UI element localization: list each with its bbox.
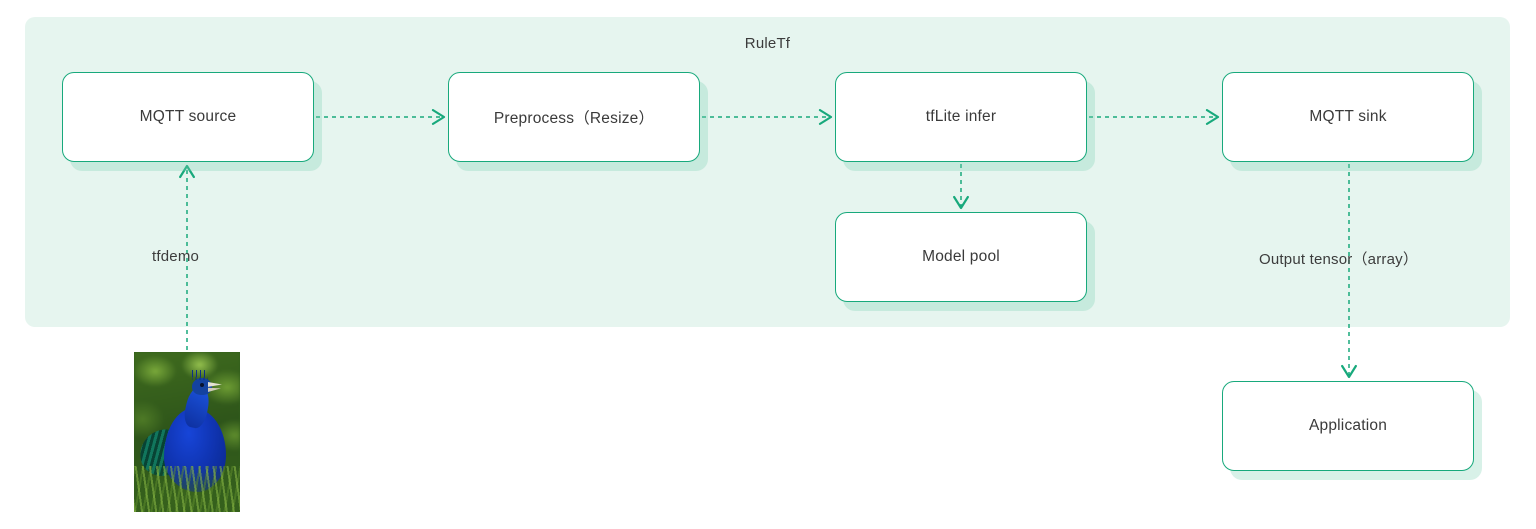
panel-title: RuleTf	[744, 35, 791, 52]
edge-label-tfdemo: tfdemo	[152, 248, 200, 265]
photo-peacock-beak-upper	[208, 382, 222, 387]
node-preprocess[interactable]: Preprocess（Resize）	[448, 72, 700, 162]
node-mqtt-source[interactable]: MQTT source	[62, 72, 314, 162]
edge-label-output-tensor: Output tensor（array）	[1259, 251, 1419, 268]
node-tflite-infer[interactable]: tfLite infer	[835, 72, 1087, 162]
photo-grass	[134, 466, 240, 512]
peacock-photo	[134, 352, 240, 512]
node-application[interactable]: Application	[1222, 381, 1474, 471]
photo-peacock-eye	[200, 383, 204, 387]
photo-peacock-beak-lower	[208, 387, 221, 392]
node-mqtt-sink[interactable]: MQTT sink	[1222, 72, 1474, 162]
ruletf-panel: RuleTf	[25, 17, 1510, 327]
photo-peacock-crest	[192, 370, 208, 380]
node-model-pool[interactable]: Model pool	[835, 212, 1087, 302]
